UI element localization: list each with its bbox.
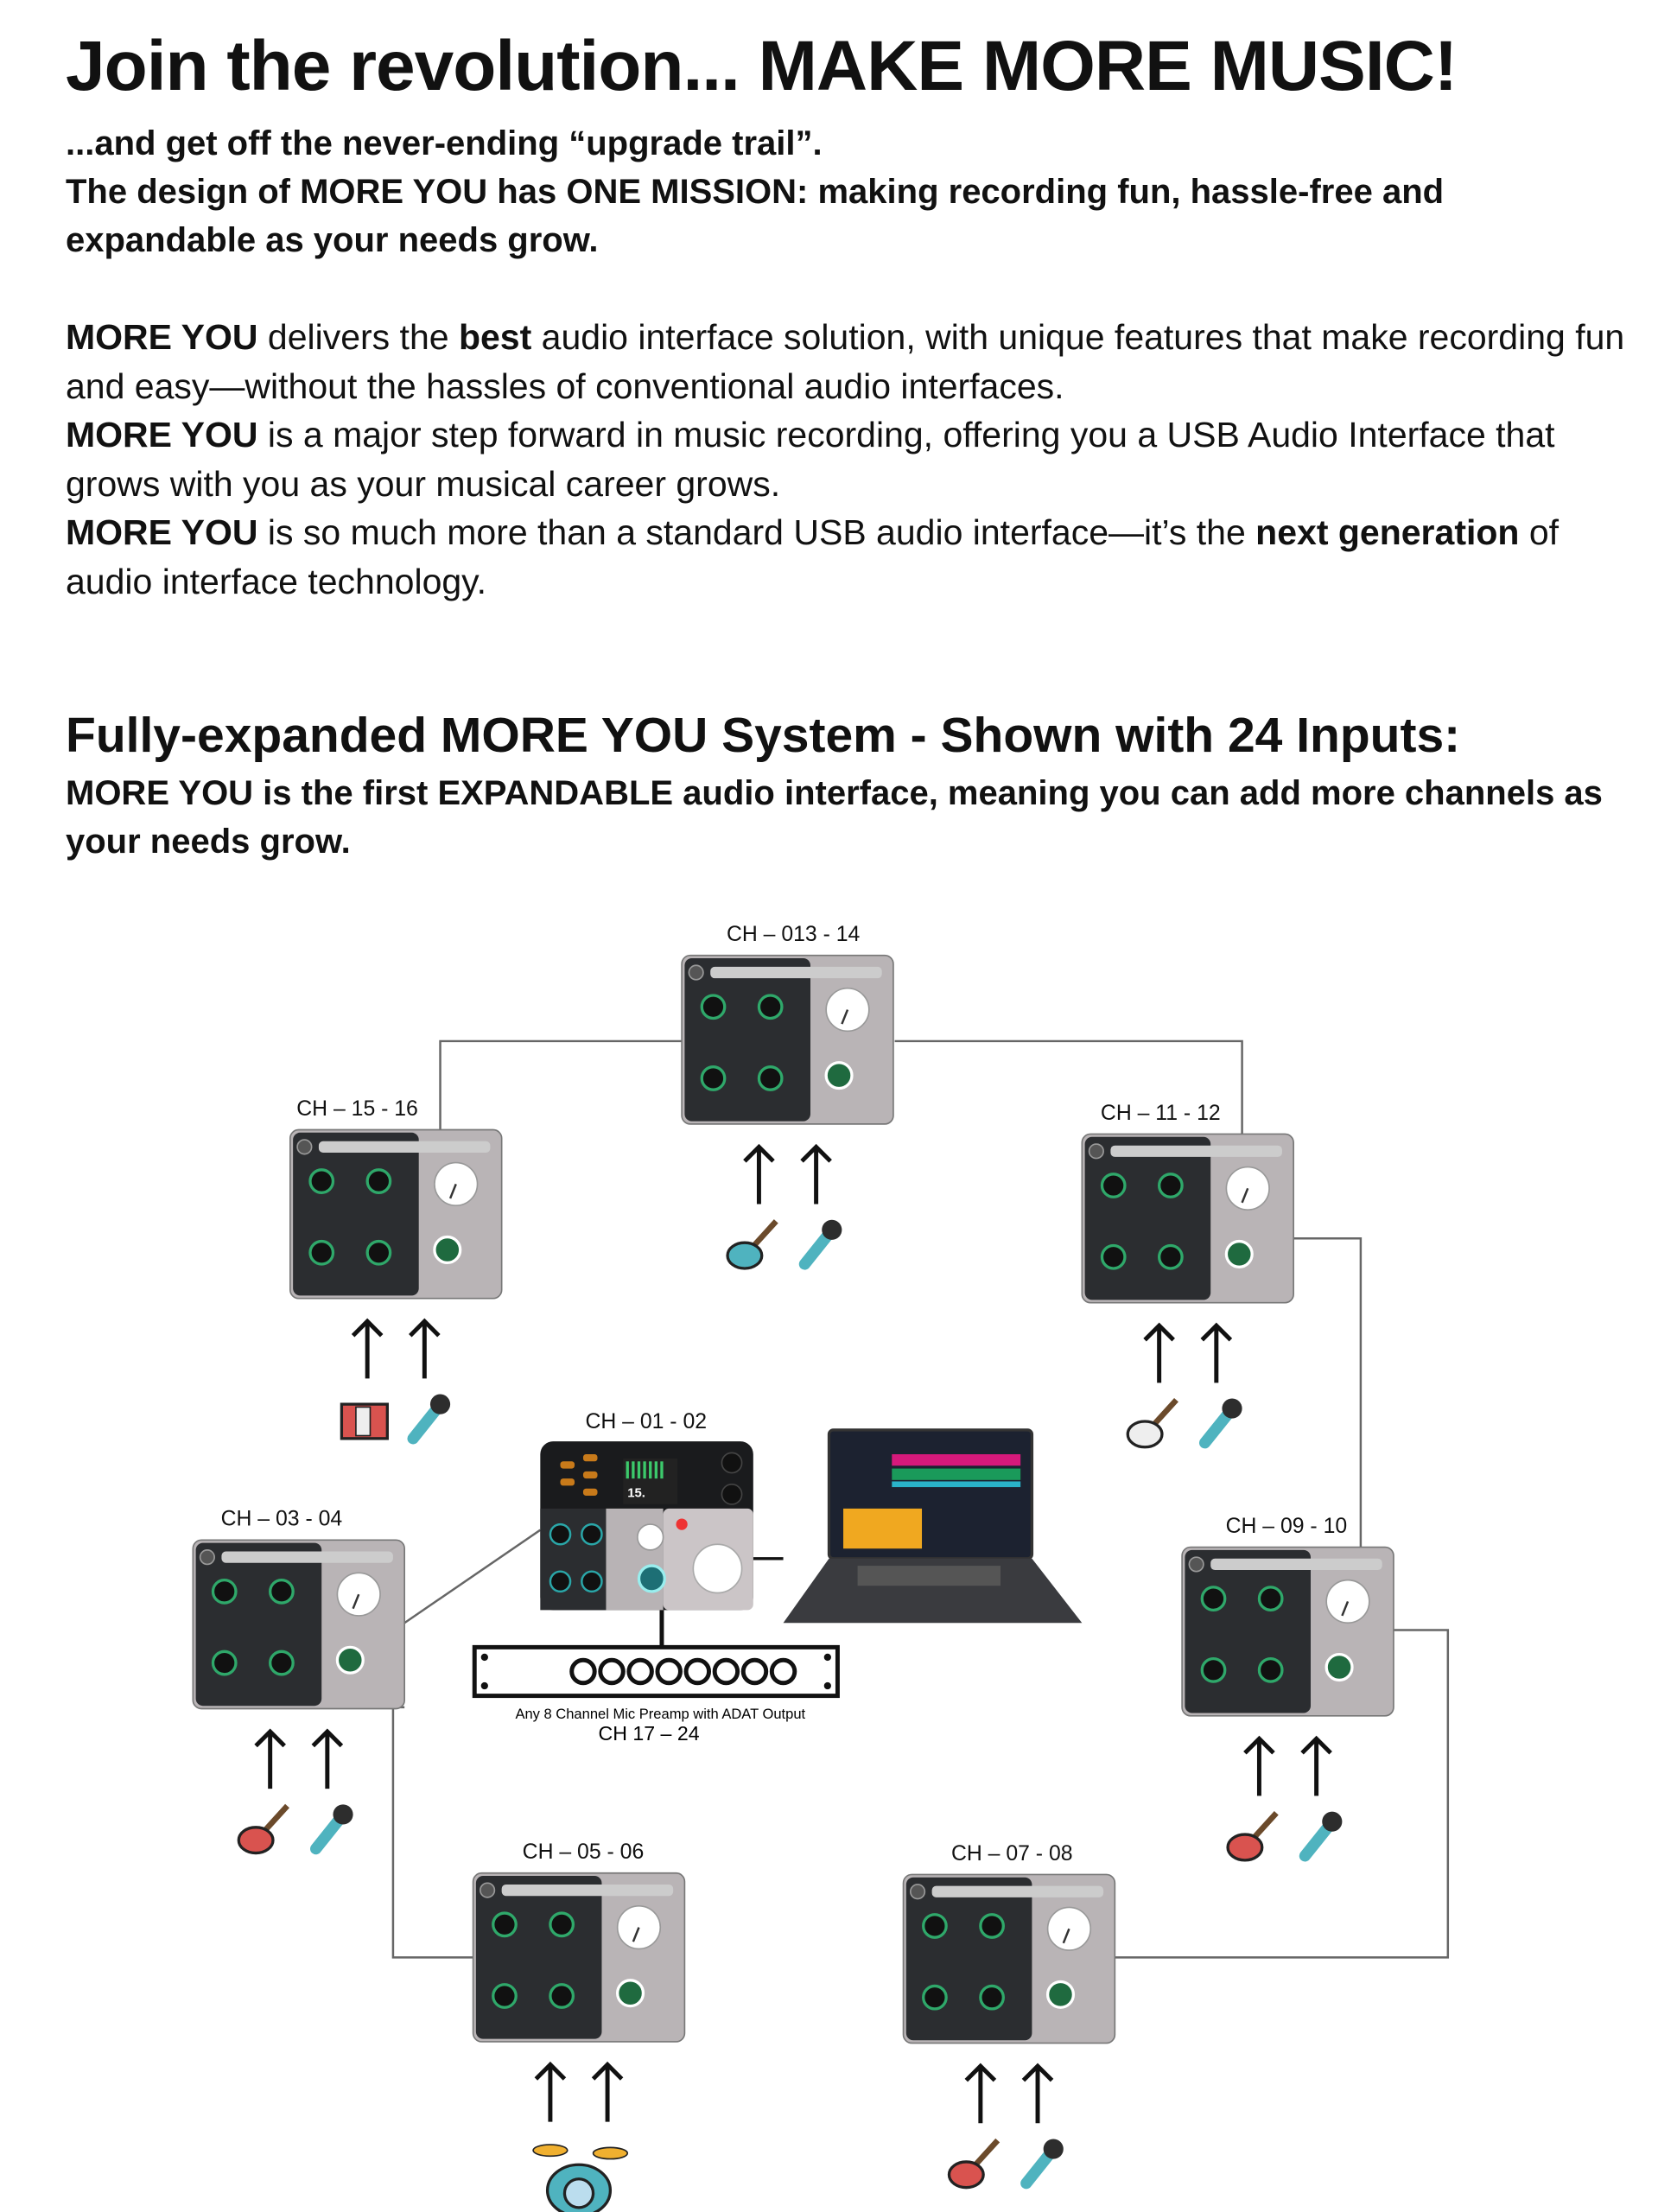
gain-knob-icon: [549, 1911, 575, 1938]
gain-knob-icon: [700, 994, 727, 1020]
gain-knob-icon: [1200, 1586, 1227, 1612]
microphone-icon: [309, 1804, 353, 1855]
subtitle: ...and get off the never-ending “upgrade…: [66, 119, 1621, 264]
monitor-button-icon: [616, 1979, 645, 2008]
preamp-caption: Any 8 Channel Mic Preamp with ADAT Outpu…: [515, 1706, 805, 1722]
main-interface-unit: CH – 01 - 02 15.: [540, 1410, 753, 1611]
headphone-knob-icon: [825, 987, 870, 1033]
gain-knob-icon: [922, 1984, 948, 2011]
unit-label: CH – 03 - 04: [221, 1508, 343, 1531]
gain-knob-icon: [1257, 1656, 1284, 1683]
jack-icon: [769, 1657, 797, 1686]
gain-knob-icon: [365, 1168, 392, 1194]
violin-icon: [947, 2138, 1001, 2190]
intro-paragraph: MORE YOU delivers the best audio interfa…: [66, 313, 1638, 606]
page-title: Join the revolution... MAKE MORE MUSIC!: [66, 27, 1458, 105]
jack-icon: [626, 1657, 654, 1686]
main-unit-label: CH – 01 - 02: [585, 1410, 707, 1433]
mic-preamp-rack: Any 8 Channel Mic Preamp with ADAT Outpu…: [472, 1644, 840, 1745]
headphone-knob-icon: [434, 1161, 479, 1207]
headphone-knob-icon: [1046, 1906, 1092, 1951]
laptop-daw: [783, 1428, 1083, 1624]
gain-knob-icon: [1157, 1243, 1184, 1270]
system-diagram: CH – 013 - 14 CH – 15 - 16 CH – 11 - 12 CH …: [192, 923, 1450, 2212]
monitor-button-icon: [335, 1645, 365, 1675]
gain-knob-icon: [211, 1649, 238, 1676]
unit-label: CH – 05 - 06: [523, 1840, 645, 1864]
expansion-unit: CH – 013 - 14: [681, 923, 894, 1270]
gain-knob-icon: [269, 1578, 295, 1605]
expansion-unit: CH – 15 - 16: [289, 1097, 503, 1445]
subtitle-line: The design of MORE YOU has ONE MISSION: …: [66, 173, 1445, 259]
microphone-icon: [407, 1394, 451, 1445]
monitor-button-icon: [1224, 1239, 1254, 1268]
microphone-icon: [1020, 2139, 1064, 2190]
unit-label: CH – 15 - 16: [296, 1097, 418, 1121]
gain-knob-icon: [308, 1239, 335, 1266]
jack-icon: [598, 1657, 626, 1686]
gain-knob-icon: [757, 1065, 784, 1091]
gain-knob-icon: [308, 1168, 335, 1194]
intro-line: MORE YOU delivers the best audio interfa…: [66, 317, 1625, 406]
preamp-channels: CH 17 – 24: [598, 1722, 699, 1745]
expansion-unit: CH – 05 - 06: [472, 1840, 686, 2212]
subtitle-line: ...and get off the never-ending “upgrade…: [66, 124, 823, 162]
section-subheading: MORE YOU is the first EXPANDABLE audio i…: [66, 774, 1603, 861]
monitor-button-icon: [824, 1061, 854, 1090]
gain-knob-icon: [492, 1983, 518, 2009]
main-unit-display: 15.: [627, 1487, 645, 1501]
jack-icon: [712, 1657, 740, 1686]
unit-label: CH – 07 - 08: [951, 1842, 1073, 1866]
jack-icon: [683, 1657, 712, 1686]
microphone-icon: [798, 1219, 842, 1270]
gain-knob-icon: [700, 1065, 727, 1091]
intro-line: MORE YOU is so much more than a standard…: [66, 512, 1560, 601]
drum-kit-icon: [532, 2144, 629, 2212]
jack-icon: [655, 1657, 683, 1686]
expansion-unit: CH – 09 - 10: [1181, 1515, 1394, 1862]
mandolin-icon: [237, 1803, 289, 1855]
monitor-button-icon: [1045, 1980, 1076, 2009]
jack-icon: [740, 1657, 769, 1686]
microphone-icon: [1198, 1398, 1242, 1449]
expansion-unit: CH – 07 - 08: [902, 1842, 1116, 2190]
banjo-icon: [1126, 1397, 1178, 1449]
gain-knob-icon: [979, 1984, 1005, 2011]
unit-label: CH – 11 - 12: [1101, 1102, 1221, 1125]
gain-knob-icon: [365, 1239, 392, 1266]
gain-knob-icon: [549, 1983, 575, 2009]
electric-guitar-icon: [1226, 1811, 1279, 1862]
monitor-button-icon: [1324, 1652, 1354, 1682]
gain-knob-icon: [211, 1578, 238, 1605]
unit-label: CH – 013 - 14: [727, 923, 861, 946]
gain-knob-icon: [1100, 1243, 1127, 1270]
gain-knob-icon: [979, 1913, 1005, 1939]
gain-knob-icon: [1257, 1586, 1284, 1612]
gain-knob-icon: [1100, 1173, 1127, 1198]
gain-knob-icon: [1157, 1173, 1184, 1198]
intro-line: MORE YOU is a major step forward in musi…: [66, 415, 1555, 504]
section-heading: Fully-expanded MORE YOU System - Shown w…: [66, 708, 1461, 763]
expansion-unit: CH – 03 - 04: [192, 1508, 405, 1855]
jack-icon: [569, 1657, 597, 1686]
gain-knob-icon: [269, 1649, 295, 1676]
monitor-button-icon: [433, 1235, 462, 1265]
unit-label: CH – 09 - 10: [1226, 1515, 1348, 1538]
expansion-unit: CH – 11 - 12: [1081, 1102, 1294, 1449]
gain-knob-icon: [492, 1911, 518, 1938]
microphone-icon: [1299, 1811, 1343, 1862]
accordion-icon: [340, 1402, 389, 1440]
gain-knob-icon: [922, 1913, 948, 1939]
gain-knob-icon: [1200, 1656, 1227, 1683]
gain-knob-icon: [757, 994, 784, 1020]
electric-guitar-icon: [726, 1219, 778, 1270]
